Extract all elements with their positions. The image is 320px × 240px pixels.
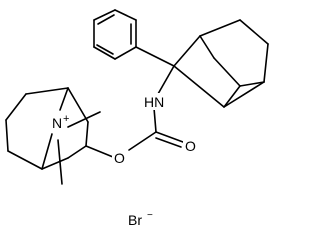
nitrogen-charge: + bbox=[63, 113, 69, 125]
carbonyl-oxygen-label: O bbox=[185, 138, 196, 154]
phenyl-ring bbox=[93, 9, 137, 60]
nitrogen-label: N bbox=[52, 115, 62, 131]
chemical-structure: N + HN O O Br − bbox=[5, 9, 269, 228]
bromide-label: Br bbox=[128, 212, 142, 228]
nh-label: HN bbox=[144, 94, 164, 110]
norbornane-ring bbox=[173, 19, 269, 108]
tropane-ring bbox=[5, 87, 101, 185]
ester-oxygen-label: O bbox=[114, 150, 125, 166]
carbamate-group bbox=[128, 107, 184, 151]
cn-bond bbox=[157, 65, 175, 95]
bromide-ion: Br − bbox=[128, 210, 153, 228]
phenyl-bond bbox=[135, 46, 175, 67]
ester-bond bbox=[85, 145, 114, 158]
bromide-charge: − bbox=[147, 210, 153, 221]
